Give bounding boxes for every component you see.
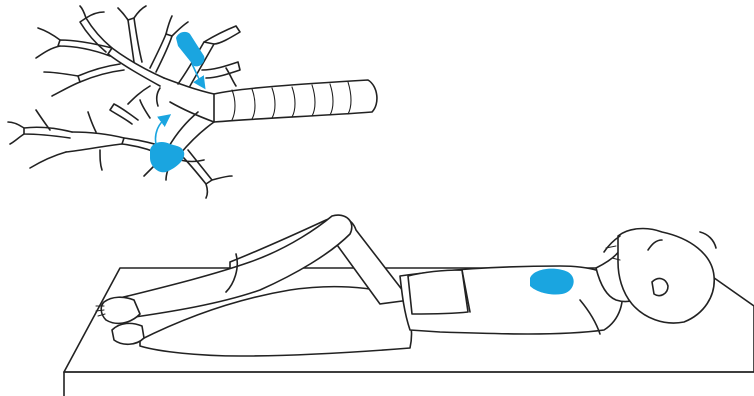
bronchial-tree-icon — [8, 6, 377, 198]
trachea — [214, 80, 377, 122]
lower-arrow — [155, 118, 166, 144]
lower-bronchus — [8, 100, 232, 198]
lower-bronchus-highlight — [150, 142, 184, 172]
supine-patient-icon — [64, 215, 754, 396]
upper-bronchus — [36, 6, 240, 122]
patient-torso — [400, 266, 622, 334]
